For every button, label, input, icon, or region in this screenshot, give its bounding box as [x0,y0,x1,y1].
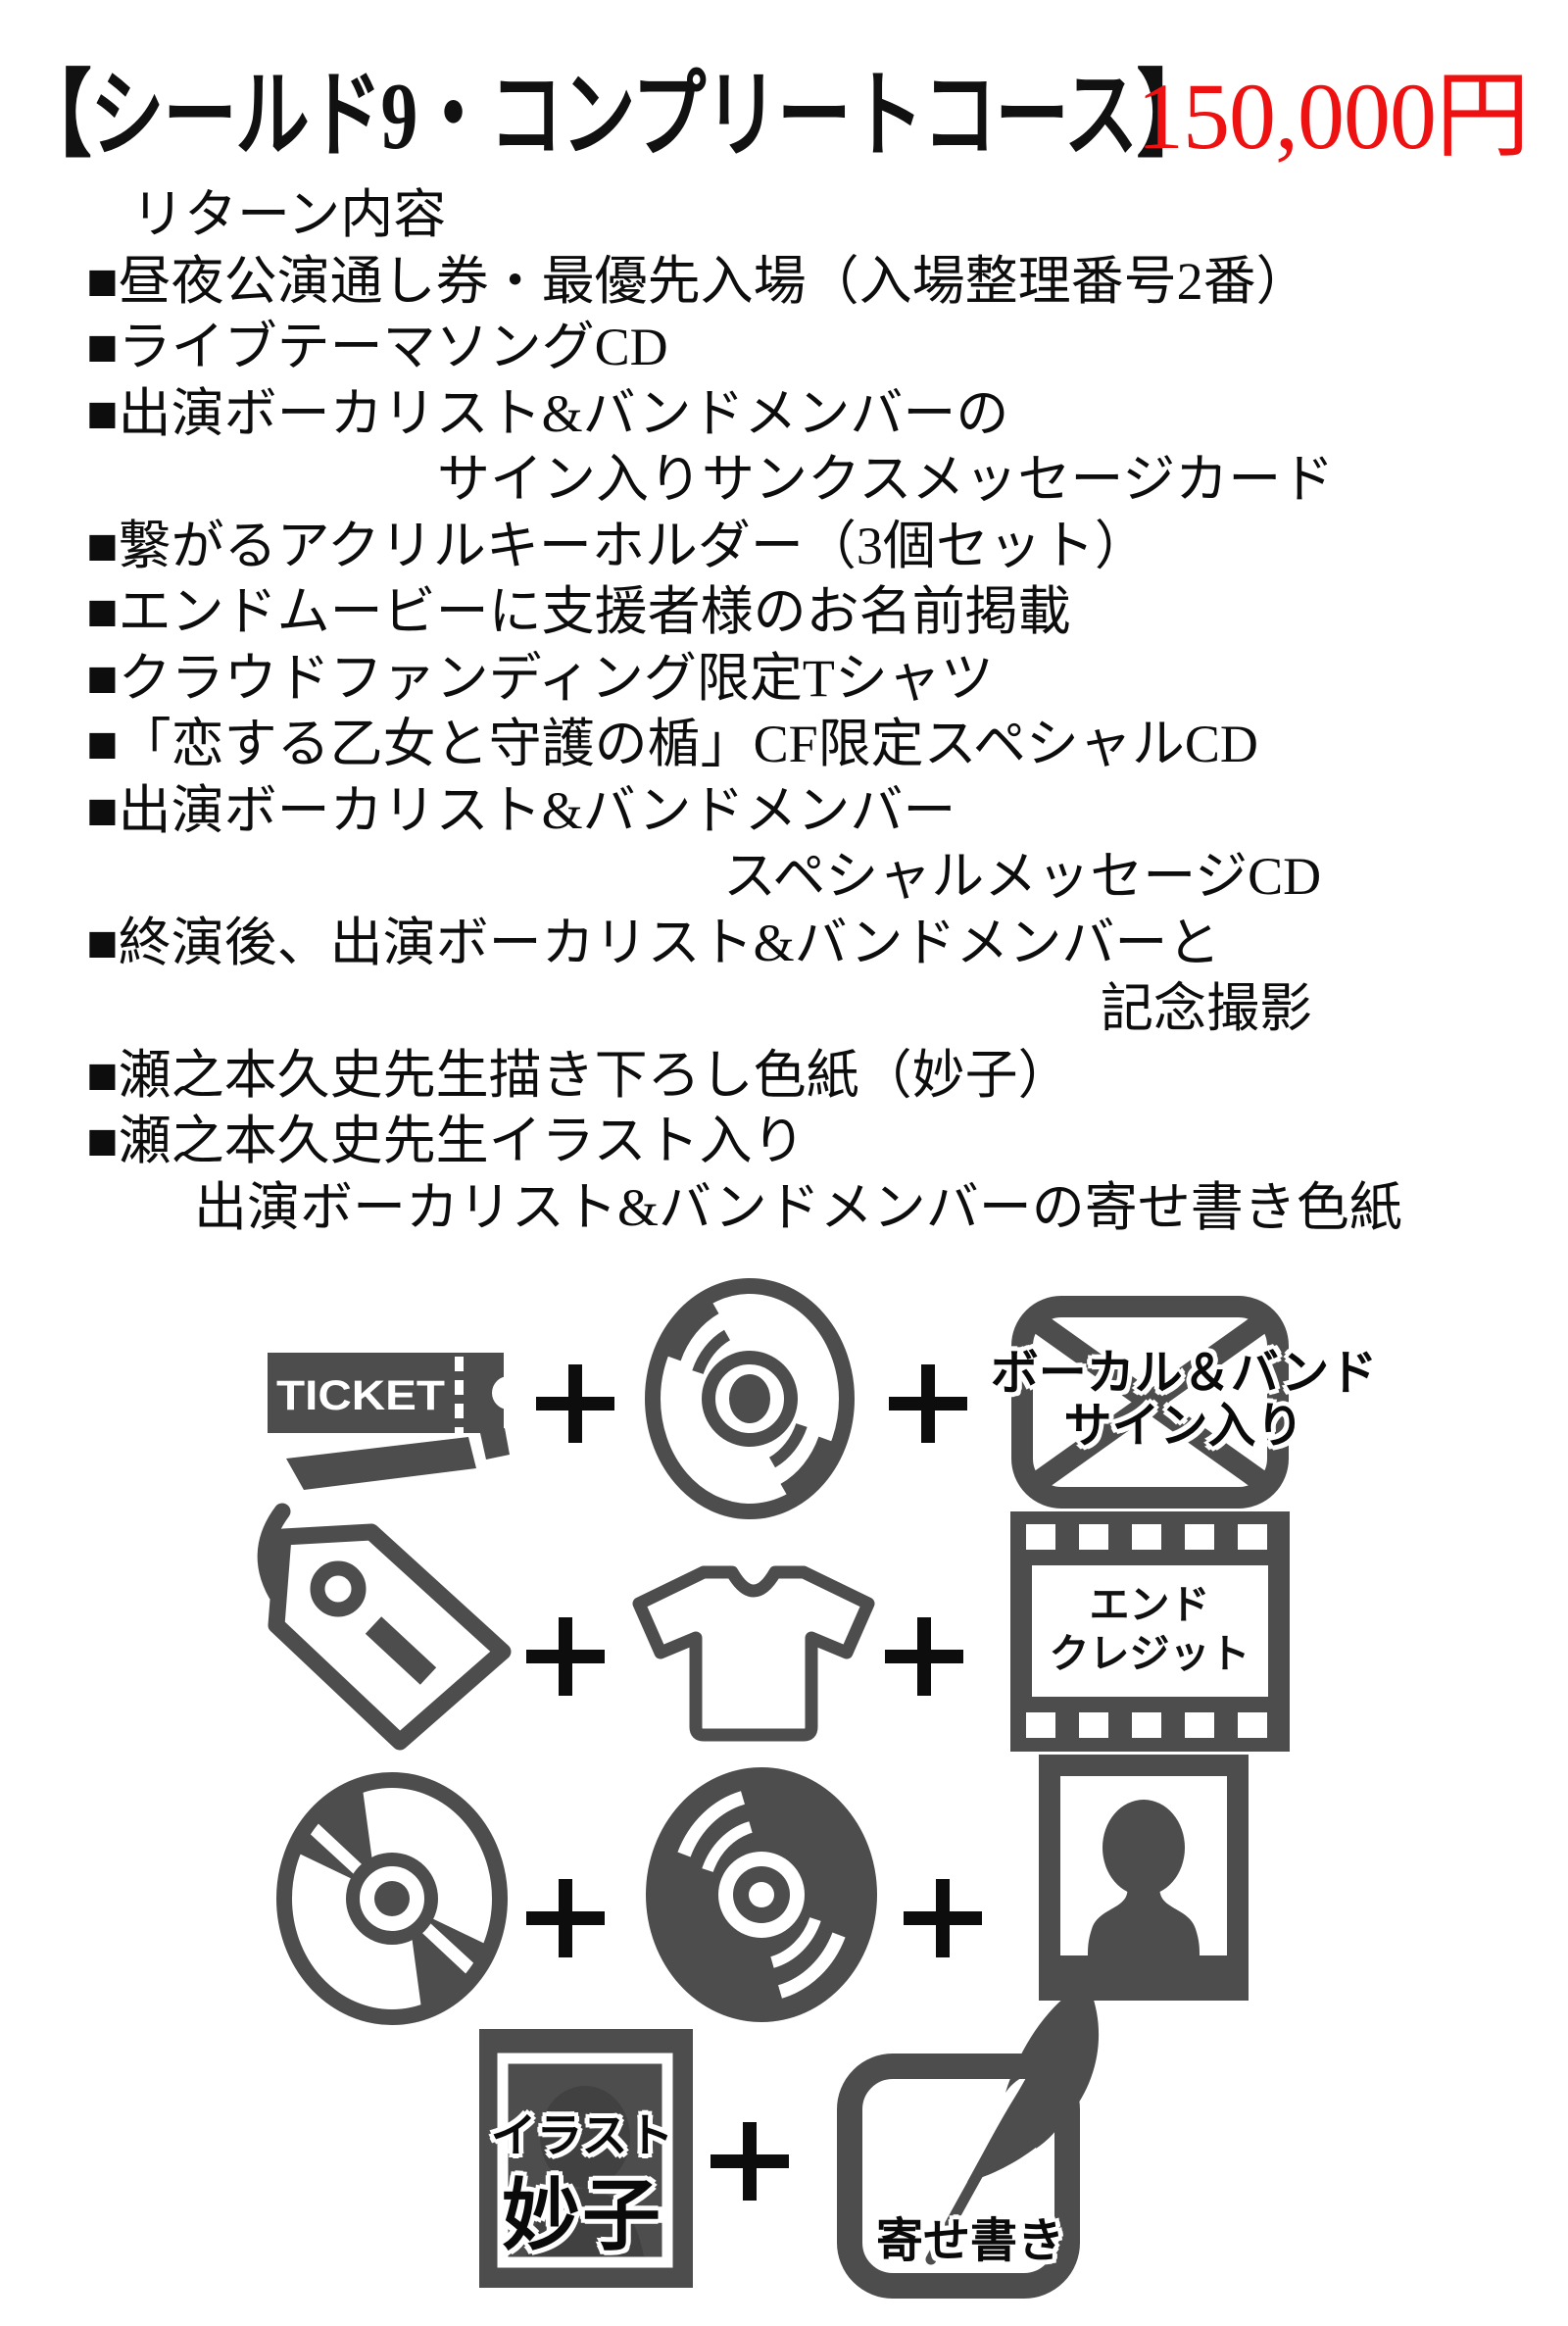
returns-heading: リターン内容 [131,185,447,244]
end-credit-label-line2: クレジット [1049,1631,1250,1676]
return-line: サイン入りサンクスメッセージカード [437,450,1335,509]
shikishi-icon [479,2029,693,2288]
return-line: ■エンドムービーに支援者様のお名前掲載 [86,582,1071,641]
return-line: ■出演ボーカリスト&バンドメンバーの [86,383,1009,443]
keyholder-tag-icon [257,1503,512,1751]
plus-icon [526,1617,605,1696]
return-line: ■瀬之本久史先生イラスト入り [86,1112,806,1170]
return-line: 記念撮影 [1101,979,1312,1038]
end-credit-label-line1: エンド [1089,1582,1210,1627]
cd-icon [645,1278,855,1519]
return-line: ■ライブテーマソングCD [86,318,668,376]
end-credit-label: エンド クレジット [1027,1580,1272,1678]
end-credit-film-icon [1010,1511,1290,1752]
plus-icon [536,1364,614,1443]
message-cd-vinyl-icon [646,1767,877,2022]
signed-card-label: ボーカル＆バンド サイン入り [980,1347,1388,1453]
page-title: 【シールド9・コンプリートコース】 [18,64,1210,169]
plus-icon [889,1364,967,1443]
special-cd-icon [276,1772,508,2025]
return-line: ■昼夜公演通し券・最優先入場（入場整理番号2番） [86,251,1309,311]
shikishi-label-name: 妙子 [502,2172,662,2259]
signed-card-label-line2: サイン入り [1063,1400,1304,1453]
plus-icon [904,1879,982,1957]
return-line: ■出演ボーカリスト&バンドメンバー [86,780,956,840]
yosegaki-quill-icon [837,1979,1100,2299]
plus-icon [885,1617,963,1696]
signed-card-envelope-icon [1011,1296,1289,1509]
return-line: ■「恋する乙女と守護の楯」CF限定スペシャルCD [86,715,1258,773]
signed-card-label-line1: ボーカル＆バンド [990,1347,1378,1400]
photo-frame-icon [1039,1755,1249,2001]
return-line: スペシャルメッセージCD [723,847,1322,906]
return-line: ■終演後、出演ボーカリスト&バンドメンバーと [86,913,1221,972]
return-line: ■繋がるアクリルキーホルダー（3個セット） [86,516,1148,575]
ticket-icon: TICKET [268,1353,525,1490]
ticket-label: TICKET [276,1372,445,1419]
return-line: ■クラウドファンディング限定Tシャツ [86,648,994,708]
title-row: 【シールド9・コンプリートコース】 [18,37,1545,175]
plus-icon [526,1879,605,1957]
returns-list: リターン内容 ■昼夜公演通し券・最優先入場（入場整理番号2番） ■ライブテーマソ… [86,182,1527,1241]
return-line: ■瀬之本久史先生描き下ろし色紙（妙子） [86,1045,1071,1105]
price: 150,000円 [1137,64,1530,169]
return-line: 出演ボーカリスト&バンドメンバーの寄せ書き色紙 [194,1177,1402,1237]
shikishi-label-illust: イラスト [490,2109,674,2161]
plus-icon [710,2122,789,2201]
tshirt-icon [632,1565,875,1742]
yosegaki-label: 寄せ書き [875,2215,1064,2267]
